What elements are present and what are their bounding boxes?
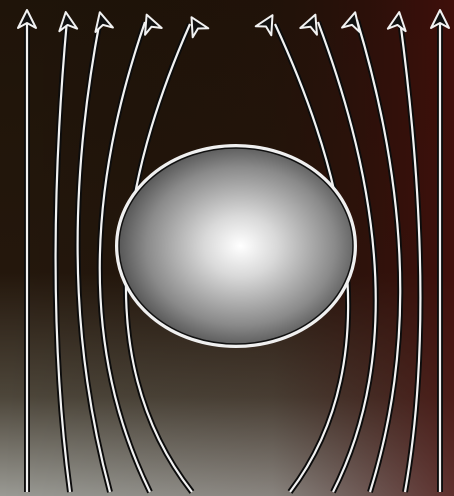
sphere — [117, 146, 355, 346]
sphere-body — [119, 148, 353, 344]
